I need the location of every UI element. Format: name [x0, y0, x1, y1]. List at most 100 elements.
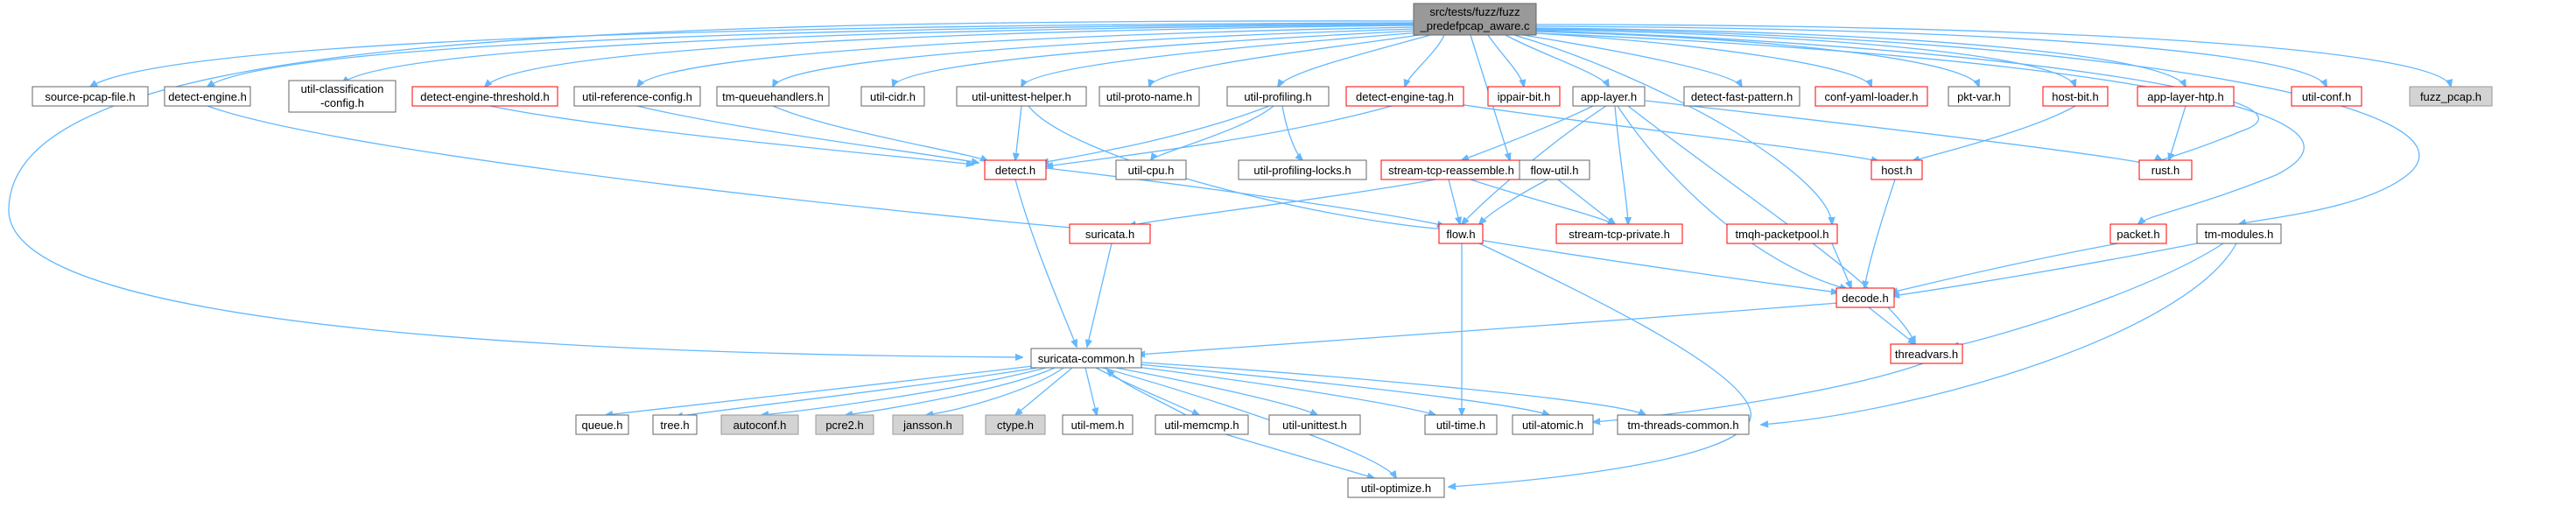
node-flow-util[interactable]: flow-util.h	[1519, 159, 1590, 180]
svg-text:conf-yaml-loader.h: conf-yaml-loader.h	[1825, 90, 1919, 103]
node-detect-engine-threshold[interactable]: detect-engine-threshold.h	[411, 86, 558, 107]
edge-decode-to-suricata-common	[1138, 302, 1839, 355]
edge-util-reference-config-to-detect	[636, 105, 979, 163]
edge-suricata-common-to-util-unittest	[1115, 367, 1317, 415]
edge-flow-to-util-optimize	[1449, 243, 1751, 487]
edge-root-to-app-layer	[1505, 34, 1609, 87]
svg-text:util-profiling-locks.h: util-profiling-locks.h	[1253, 164, 1351, 177]
node-util-atomic[interactable]: util-atomic.h	[1512, 414, 1594, 435]
node-util-conf[interactable]: util-conf.h	[2291, 86, 2362, 107]
node-ctype[interactable]: ctype.h	[985, 414, 1046, 435]
node-util-time[interactable]: util-time.h	[1424, 414, 1498, 435]
svg-text:source-pcap-file.h: source-pcap-file.h	[45, 90, 135, 103]
node-flow[interactable]: flow.h	[1438, 223, 1484, 244]
svg-text:util-classification: util-classification	[301, 82, 384, 95]
svg-text:rust.h: rust.h	[2151, 164, 2180, 177]
node-host[interactable]: host.h	[1871, 159, 1923, 180]
node-util-classification-config[interactable]: util-classification-config.h	[288, 80, 397, 113]
svg-text:app-layer.h: app-layer.h	[1581, 90, 1637, 103]
edge-suricata-common-to-util-atomic	[1137, 363, 1549, 415]
svg-text:suricata.h: suricata.h	[1085, 228, 1134, 241]
edge-stream-tcp-reassemble-to-suricata	[1129, 179, 1436, 226]
edge-app-layer-to-stream-tcp-reassemble	[1462, 105, 1594, 160]
node-detect-engine[interactable]: detect-engine.h	[164, 86, 251, 107]
node-root-file[interactable]: src/tests/fuzz/fuzz _predefpcap_aware.c	[1413, 3, 1537, 36]
root-file-label-line1: src/tests/fuzz/fuzz	[1429, 5, 1520, 18]
node-decode[interactable]: decode.h	[1835, 287, 1895, 308]
edge-host-to-decode	[1864, 179, 1896, 288]
edge-flow-to-decode	[1478, 239, 1838, 292]
node-host-bit[interactable]: host-bit.h	[2042, 86, 2109, 107]
edge-root-to-detect-engine-threshold	[485, 25, 1414, 87]
node-app-layer-htp[interactable]: app-layer-htp.h	[2137, 86, 2235, 107]
node-tm-threads-common[interactable]: tm-threads-common.h	[1617, 414, 1750, 435]
edge-util-memcmp-to-util-optimize	[1225, 433, 1374, 478]
svg-text:detect-fast-pattern.h: detect-fast-pattern.h	[1691, 90, 1793, 103]
edge-flow-util-to-flow	[1479, 179, 1548, 224]
node-util-cpu[interactable]: util-cpu.h	[1115, 159, 1187, 180]
edge-root-to-util-proto-name	[1149, 33, 1426, 87]
edge-tm-modules-to-decode	[1892, 241, 2207, 296]
node-util-reference-config[interactable]: util-reference-config.h	[573, 86, 701, 107]
node-detect-fast-pattern[interactable]: detect-fast-pattern.h	[1683, 86, 1800, 107]
edge-decode-to-threadvars	[1868, 306, 1915, 344]
edge-detect-to-flow	[1045, 167, 1444, 226]
edge-root-to-util-classification-config	[342, 24, 1414, 83]
node-ippair-bit[interactable]: ippair-bit.h	[1487, 86, 1561, 107]
edge-util-unittest-helper-to-detect	[1015, 105, 1022, 160]
edge-suricata-common-to-pcre2	[846, 367, 1056, 415]
node-util-proto-name[interactable]: util-proto-name.h	[1098, 86, 1200, 107]
node-stream-tcp-private[interactable]: stream-tcp-private.h	[1555, 223, 1683, 244]
svg-text:tm-threads-common.h: tm-threads-common.h	[1627, 419, 1738, 432]
node-util-profiling-locks[interactable]: util-profiling-locks.h	[1238, 159, 1367, 180]
node-stream-tcp-reassemble[interactable]: stream-tcp-reassemble.h	[1380, 159, 1522, 180]
node-pkt-var[interactable]: pkt-var.h	[1948, 86, 2011, 107]
node-detect[interactable]: detect.h	[984, 159, 1047, 180]
edge-suricata-common-to-tree	[676, 367, 1038, 417]
edge-app-layer-to-rust	[1645, 100, 2151, 165]
node-util-optimize[interactable]: util-optimize.h	[1347, 477, 1445, 498]
edge-suricata-common-to-ctype	[1015, 367, 1073, 415]
node-util-cidr[interactable]: util-cidr.h	[860, 86, 925, 107]
node-tmqh-packetpool[interactable]: tmqh-packetpool.h	[1726, 223, 1838, 244]
edge-stream-tcp-reassemble-to-stream-tcp-private	[1470, 179, 1615, 224]
svg-text:util-unittest-helper.h: util-unittest-helper.h	[972, 90, 1070, 103]
node-rust[interactable]: rust.h	[2138, 159, 2193, 180]
node-tm-modules[interactable]: tm-modules.h	[2196, 223, 2282, 244]
node-autoconf[interactable]: autoconf.h	[720, 414, 799, 435]
node-util-unittest[interactable]: util-unittest.h	[1268, 414, 1361, 435]
svg-text:autoconf.h: autoconf.h	[733, 419, 787, 432]
node-fuzz-pcap[interactable]: fuzz_pcap.h	[2409, 86, 2493, 107]
edge-suricata-common-to-autoconf	[762, 367, 1047, 415]
svg-text:util-mem.h: util-mem.h	[1071, 419, 1125, 432]
node-threadvars[interactable]: threadvars.h	[1890, 343, 1963, 364]
edge-host-bit-to-host	[1913, 105, 2076, 161]
edge-suricata-common-to-util-time	[1128, 365, 1435, 415]
node-source-pcap-file[interactable]: source-pcap-file.h	[32, 86, 149, 107]
node-tm-queuehandlers[interactable]: tm-queuehandlers.h	[716, 86, 830, 107]
svg-text:ippair-bit.h: ippair-bit.h	[1498, 90, 1551, 103]
node-queue[interactable]: queue.h	[575, 414, 629, 435]
node-app-layer[interactable]: app-layer.h	[1572, 86, 1646, 107]
edge-util-unittest-helper-to-flow	[1028, 105, 1446, 229]
node-suricata[interactable]: suricata.h	[1069, 223, 1151, 244]
node-util-unittest-helper[interactable]: util-unittest-helper.h	[956, 86, 1087, 107]
svg-text:flow-util.h: flow-util.h	[1531, 164, 1579, 177]
node-tree[interactable]: tree.h	[652, 414, 698, 435]
node-packet[interactable]: packet.h	[2109, 223, 2167, 244]
node-conf-yaml-loader[interactable]: conf-yaml-loader.h	[1814, 86, 1928, 107]
svg-text:detect-engine-threshold.h: detect-engine-threshold.h	[420, 90, 549, 103]
node-jansson[interactable]: jansson.h	[892, 414, 964, 435]
node-util-memcmp[interactable]: util-memcmp.h	[1155, 414, 1249, 435]
edge-tmqh-packetpool-to-decode	[1831, 243, 1851, 288]
node-util-mem[interactable]: util-mem.h	[1062, 414, 1134, 435]
node-util-profiling[interactable]: util-profiling.h	[1226, 86, 1330, 107]
svg-text:util-profiling.h: util-profiling.h	[1244, 90, 1311, 103]
svg-text:util-proto-name.h: util-proto-name.h	[1106, 90, 1192, 103]
svg-text:util-memcmp.h: util-memcmp.h	[1164, 419, 1239, 432]
node-suricata-common[interactable]: suricata-common.h	[1030, 348, 1142, 369]
node-pcre2[interactable]: pcre2.h	[815, 414, 874, 435]
svg-text:decode.h: decode.h	[1842, 292, 1889, 305]
node-detect-engine-tag[interactable]: detect-engine-tag.h	[1345, 86, 1464, 107]
edge-util-profiling-to-detect	[1042, 105, 1270, 163]
